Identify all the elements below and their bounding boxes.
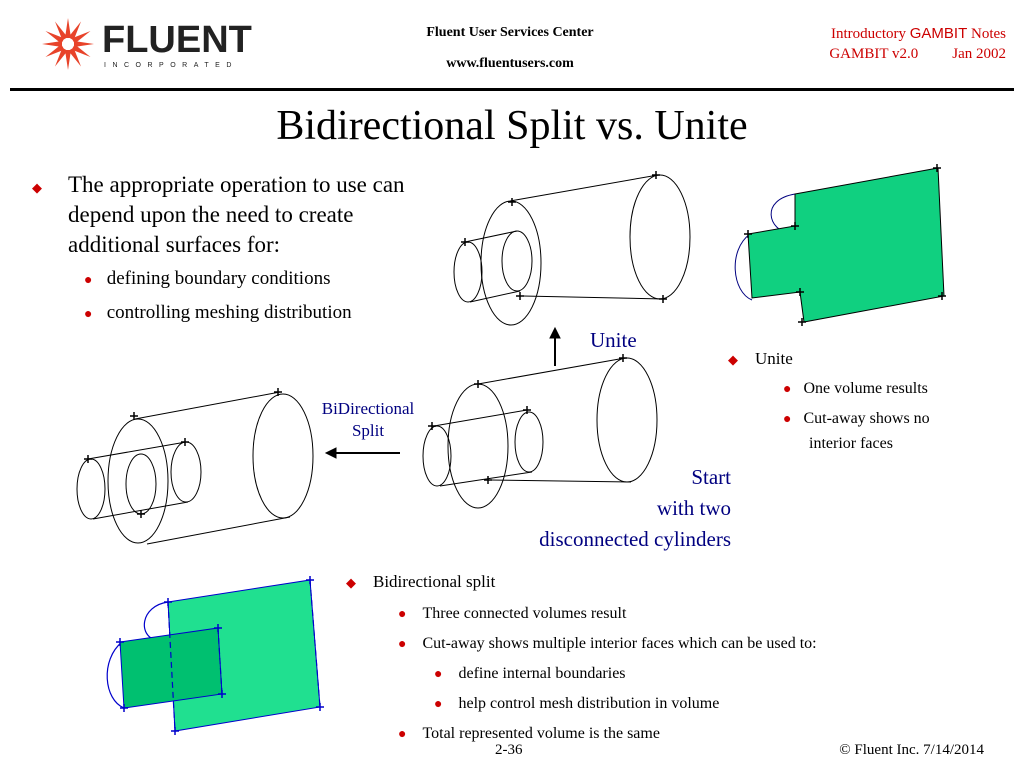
- start-label: Start with two disconnected cylinders: [539, 465, 731, 551]
- dot-bullet-icon: ●: [783, 412, 792, 427]
- dot-bullet-icon: ●: [398, 727, 407, 742]
- intro-text: The appropriate operation to use can dep…: [68, 172, 405, 257]
- dot-bullet-icon: ●: [398, 607, 407, 622]
- unite-notes: ◆ Unite: [728, 349, 793, 368]
- intro-sub-list: ● defining boundary conditions ● control…: [84, 268, 352, 323]
- diamond-bullet-icon: ◆: [728, 352, 738, 367]
- page-number: 2-36: [495, 742, 523, 758]
- header-right-line1: Introductory GAMBIT Notes: [831, 25, 1006, 42]
- united-cylinders-drawing: [453, 174, 691, 326]
- header-center-line2: www.fluentusers.com: [446, 56, 574, 71]
- dot-bullet-icon: ●: [434, 667, 443, 682]
- dot-bullet-icon: ●: [398, 637, 407, 652]
- logo-text: FLUENT: [102, 19, 252, 61]
- dot-bullet-icon: ●: [783, 382, 792, 397]
- bidirectional-split-label: BiDirectional Split: [321, 399, 415, 440]
- unite-label: Unite: [590, 328, 637, 352]
- unite-notes-items: ● One volume results ● Cut-away shows no…: [783, 380, 930, 452]
- fluent-sunburst-icon: [42, 18, 94, 70]
- intro-bullet: ◆: [32, 170, 42, 203]
- split-notes-items: ● Three connected volumes result ● Cut-a…: [398, 605, 817, 742]
- diamond-bullet-icon: ◆: [32, 180, 42, 195]
- dot-bullet-icon: ●: [434, 697, 443, 712]
- unite-cutaway-drawing: [734, 164, 946, 326]
- split-cutaway-drawing: [106, 576, 324, 735]
- dot-bullet-icon: ●: [84, 307, 93, 322]
- page-title: Bidirectional Split vs. Unite: [276, 103, 748, 149]
- header-center-line1: Fluent User Services Center: [426, 25, 594, 40]
- diamond-bullet-icon: ◆: [346, 575, 356, 590]
- fluent-logo: FLUENT INCORPORATED: [40, 16, 252, 72]
- split-cylinders-drawing: [76, 391, 314, 545]
- header-divider: [10, 88, 1014, 91]
- split-notes: ◆ Bidirectional split: [346, 572, 496, 591]
- dot-bullet-icon: ●: [84, 273, 93, 288]
- logo-subtext: INCORPORATED: [104, 62, 238, 69]
- copyright: © Fluent Inc. 7/14/2014: [839, 742, 984, 758]
